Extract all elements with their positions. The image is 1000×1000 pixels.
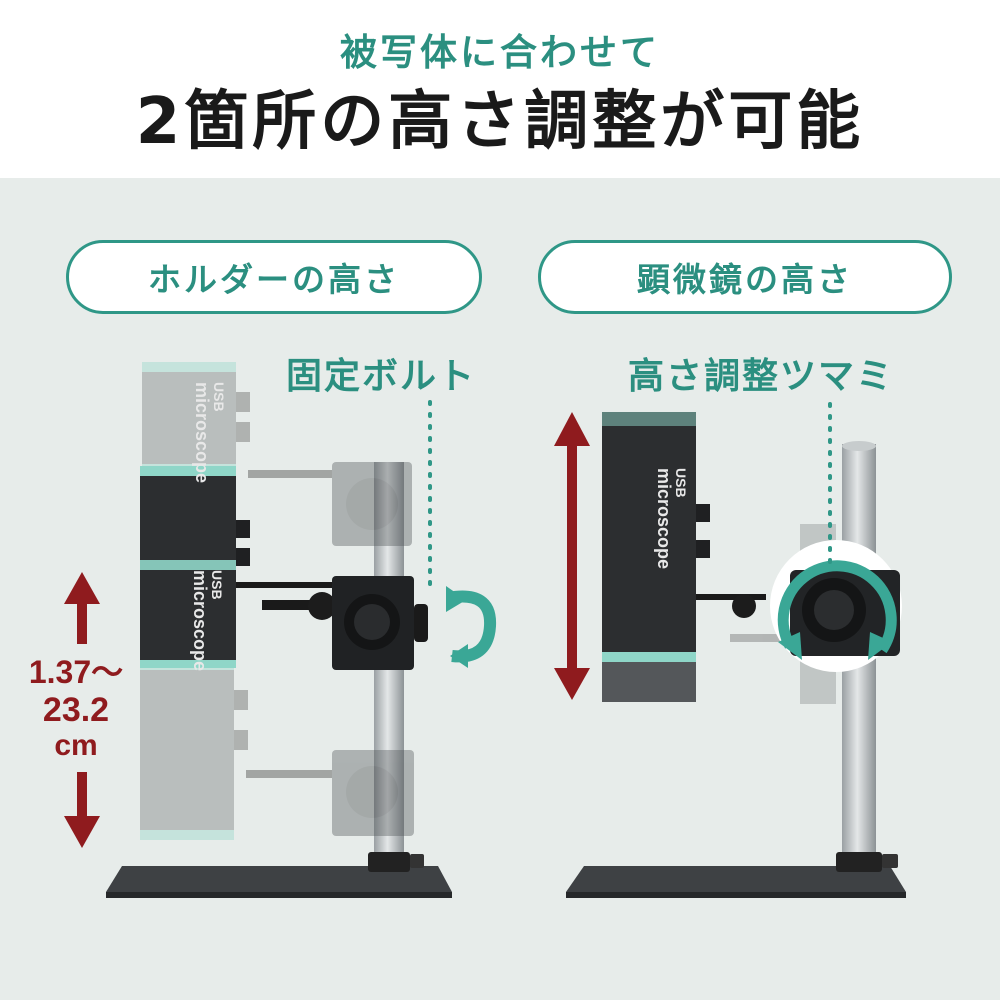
brand-usb-label-3: USB bbox=[673, 468, 689, 498]
brand-microscope-label: microscope bbox=[192, 382, 212, 483]
fixing-bolt-callout: 固定ボルト bbox=[286, 356, 477, 397]
right-microscope bbox=[602, 412, 766, 702]
left-microscope-bottom-ghost bbox=[140, 660, 414, 840]
right-stand: USB microscope bbox=[554, 402, 906, 898]
right-pole-collar bbox=[836, 852, 882, 872]
range-unit: cm bbox=[54, 729, 98, 762]
height-adjust-knob-callout: 高さ調整ツマミ bbox=[628, 356, 895, 397]
subtitle: 被写体に合わせて bbox=[340, 31, 660, 74]
microscope-height-label: 顕微鏡の高さ bbox=[538, 240, 952, 314]
left-microscope bbox=[140, 466, 428, 670]
brand-microscope-label-3: microscope bbox=[654, 468, 674, 569]
range-min: 1.37〜 bbox=[28, 654, 124, 690]
range-max: 23.2 bbox=[42, 691, 110, 729]
knob-rotate-arrow-icon bbox=[777, 560, 897, 654]
brand-usb-label: USB bbox=[211, 382, 227, 412]
fixing-bolt bbox=[414, 604, 428, 642]
right-base bbox=[566, 866, 906, 892]
brand-microscope-label-2: microscope bbox=[190, 570, 210, 671]
brand-usb-label-2: USB bbox=[209, 570, 225, 600]
rotate-arrow-icon bbox=[446, 590, 497, 663]
left-base bbox=[106, 866, 452, 892]
left-pole-collar bbox=[368, 852, 410, 872]
microscope-height-arrow-icon bbox=[554, 412, 590, 700]
height-range-text: 1.37〜 23.2 cm bbox=[14, 654, 138, 762]
holder-height-label: ホルダーの高さ bbox=[66, 240, 482, 314]
left-stand: USB microscope USB microscope bbox=[64, 362, 497, 898]
header: 被写体に合わせて 2箇所の高さ調整が可能 bbox=[0, 0, 1000, 178]
height-range-arrow-icon bbox=[64, 572, 100, 848]
page-title: 2箇所の高さ調整が可能 bbox=[135, 85, 865, 159]
